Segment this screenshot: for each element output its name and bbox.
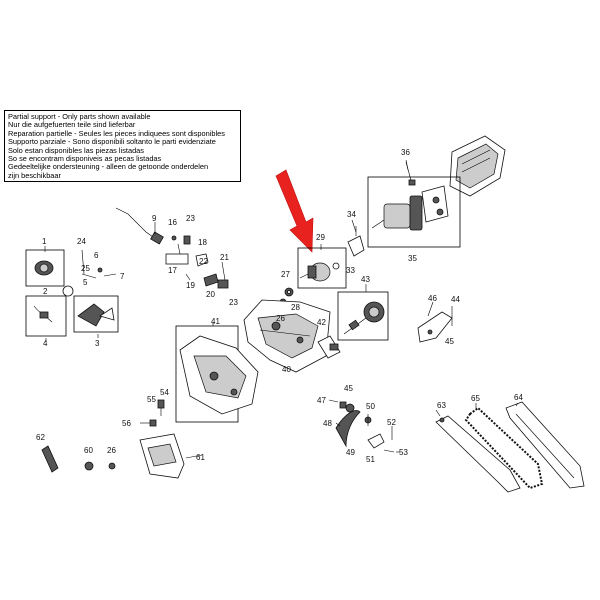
label-5: 5 [83, 278, 88, 287]
housing-half-part [243, 299, 331, 373]
bracket-part [81, 249, 117, 279]
notice-line: Supporto parziale - Sono disponibili sol… [8, 137, 216, 147]
label-48: 48 [323, 419, 332, 428]
saw-chain-part [464, 406, 544, 490]
label-43: 43 [361, 275, 370, 284]
label-29: 29 [316, 233, 325, 242]
label-28: 28 [291, 303, 300, 312]
label-16: 16 [168, 218, 177, 227]
leader-lines [44, 159, 519, 459]
label-53: 53 [399, 448, 408, 457]
bar-cover-part [139, 433, 185, 479]
label-56: 56 [122, 419, 131, 428]
notice-line: So se encontram disponiveis as pecas lis… [8, 154, 162, 164]
armature-box [297, 247, 347, 289]
label-3: 3 [95, 339, 100, 348]
label-18: 18 [198, 238, 207, 247]
partial-support-notice: Partial support - Only parts shown avail… [4, 110, 241, 182]
label-35: 35 [408, 254, 417, 263]
label-54: 54 [160, 388, 169, 397]
label-51: 51 [366, 455, 375, 464]
tensioner-part [364, 414, 395, 453]
motor-assembly-box [367, 176, 461, 248]
label-22: 22 [199, 257, 208, 266]
o-ring-part [62, 285, 74, 297]
label-61: 61 [196, 453, 205, 462]
label-26: 26 [276, 314, 285, 323]
cord-part [115, 207, 164, 245]
label-26: 26 [107, 446, 116, 455]
label-23: 23 [229, 298, 238, 307]
motor-part [371, 185, 449, 231]
label-19: 19 [186, 281, 195, 290]
label-6: 6 [94, 251, 99, 260]
switch-part [317, 335, 341, 359]
label-62: 62 [36, 433, 45, 442]
label-20: 20 [206, 290, 215, 299]
label-50: 50 [366, 402, 375, 411]
label-47: 47 [317, 396, 326, 405]
label-34: 34 [347, 210, 356, 219]
label-36: 36 [401, 148, 410, 157]
label-44: 44 [451, 295, 460, 304]
label-25: 25 [81, 264, 90, 273]
housing-cover-part [179, 335, 259, 415]
label-49: 49 [346, 448, 355, 457]
lever-part [185, 253, 229, 289]
motor-housing-part [449, 135, 506, 197]
label-9: 9 [152, 214, 157, 223]
notice-line: Reparation partielle - Seules les pieces… [8, 128, 225, 138]
notice-line: Solo estan disponibles las piezas listad… [8, 145, 144, 155]
label-7: 7 [120, 272, 125, 281]
strip-part [41, 445, 59, 473]
gear-part [343, 301, 385, 335]
label-40: 40 [282, 365, 291, 374]
label-45: 45 [344, 384, 353, 393]
label-1: 1 [42, 237, 47, 246]
part-4-box [25, 295, 67, 337]
label-4: 4 [43, 339, 48, 348]
gear-assembly-box [337, 291, 389, 341]
brush-holder-part [347, 226, 365, 257]
notice-line: Partial support - Only parts shown avail… [8, 112, 151, 121]
label-27: 27 [281, 270, 290, 279]
nut-part [84, 461, 116, 471]
label-55: 55 [147, 395, 156, 404]
label-2: 2 [43, 287, 48, 296]
label-45: 45 [445, 337, 454, 346]
label-21: 21 [220, 253, 229, 262]
bar-plate-part [417, 306, 453, 343]
notice-line: zijn beschikbaar [8, 170, 61, 180]
cord-clamp-part [34, 260, 54, 276]
label-64: 64 [514, 393, 523, 402]
label-41: 41 [211, 317, 220, 326]
label-65: 65 [471, 394, 480, 403]
armature-part [299, 262, 340, 282]
label-24: 24 [77, 237, 86, 246]
part-labels: 1 2 3 4 5 6 7 9 16 17 18 19 20 21 22 23 … [36, 148, 523, 464]
handle-part [77, 303, 115, 327]
label-63: 63 [437, 401, 446, 410]
trigger-part [165, 235, 191, 265]
sprocket-part [335, 401, 361, 448]
notice-line: Nur die aufgefuerten teile sind lieferba… [8, 120, 136, 130]
guide-bar-part [435, 415, 521, 493]
label-52: 52 [387, 418, 396, 427]
label-33: 33 [346, 266, 355, 275]
cable-part [33, 305, 53, 323]
notice-line: Gedeeltelijke ondersteuning - alleen de … [8, 162, 209, 172]
label-46: 46 [428, 294, 437, 303]
label-23: 23 [186, 214, 195, 223]
label-60: 60 [84, 446, 93, 455]
label-17: 17 [168, 266, 177, 275]
highlight-arrow-icon [275, 169, 314, 253]
bar-cover-sheath-part [505, 401, 585, 489]
part-3-box [73, 295, 119, 333]
label-42: 42 [317, 318, 326, 327]
